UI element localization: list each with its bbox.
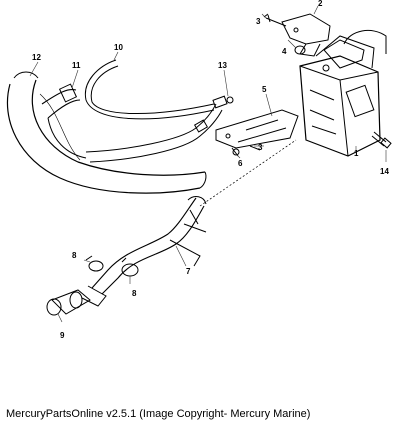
vent-hose xyxy=(85,95,234,163)
screw xyxy=(371,131,392,149)
fuel-line xyxy=(84,59,215,120)
leader-lines xyxy=(29,5,387,323)
lower-bracket xyxy=(215,109,299,149)
fuel-module xyxy=(299,29,387,157)
washer-top xyxy=(294,45,306,55)
top-bolt xyxy=(263,13,287,27)
callout-7: 7 xyxy=(186,267,191,276)
copyright-caption: MercuryPartsOnline v2.5.1 (Image Copyrig… xyxy=(6,408,311,420)
callout-13: 13 xyxy=(218,61,227,70)
callout-14: 14 xyxy=(380,167,389,176)
callout-3-top: 3 xyxy=(256,17,261,26)
callout-12: 12 xyxy=(32,53,41,62)
callout-4: 4 xyxy=(282,47,287,56)
callout-2: 2 xyxy=(318,0,323,8)
callout-8-lower: 8 xyxy=(132,289,137,298)
callout-8-upper: 8 xyxy=(72,251,77,260)
large-hose xyxy=(6,71,207,194)
hose-clamp-upper xyxy=(85,255,104,272)
callout-6: 6 xyxy=(238,159,243,168)
fitting xyxy=(46,285,107,316)
callout-9: 9 xyxy=(60,331,65,340)
callout-11: 11 xyxy=(72,61,81,70)
callout-3-bottom: 3 xyxy=(258,143,263,152)
parts-diagram: 1 2 3 3 4 5 6 7 8 8 9 10 11 12 13 14 xyxy=(6,0,392,340)
assembly-line xyxy=(199,139,297,207)
hose-with-fitting xyxy=(41,83,87,159)
callout-1: 1 xyxy=(354,149,359,158)
callout-10: 10 xyxy=(114,43,123,52)
upper-bracket xyxy=(281,13,331,57)
callout-5: 5 xyxy=(262,85,267,94)
hose-assembly xyxy=(91,196,207,295)
